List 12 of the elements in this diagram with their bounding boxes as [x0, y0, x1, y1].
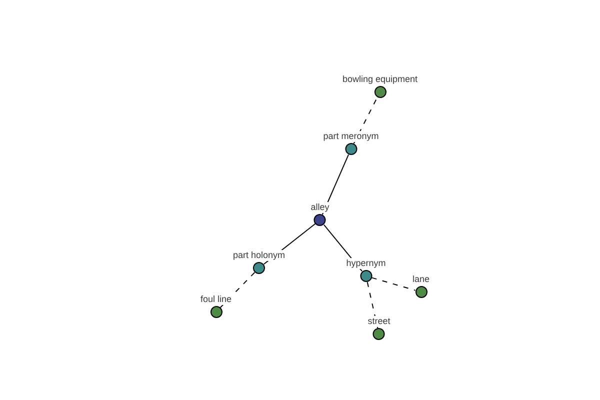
node-label: part holonym — [232, 250, 286, 261]
node-label: street — [366, 316, 392, 327]
node-label: lane — [412, 274, 430, 285]
node-label: bowling equipment — [341, 74, 419, 85]
node-label: foul line — [199, 294, 233, 305]
node-label: hypernym — [345, 258, 387, 269]
dashed-line — [371, 277, 416, 291]
dashed-line — [366, 282, 378, 329]
dashed-line — [353, 97, 378, 144]
node-label: alley — [310, 202, 330, 213]
node-label: part meronym — [322, 131, 380, 142]
connector-line — [322, 154, 349, 215]
